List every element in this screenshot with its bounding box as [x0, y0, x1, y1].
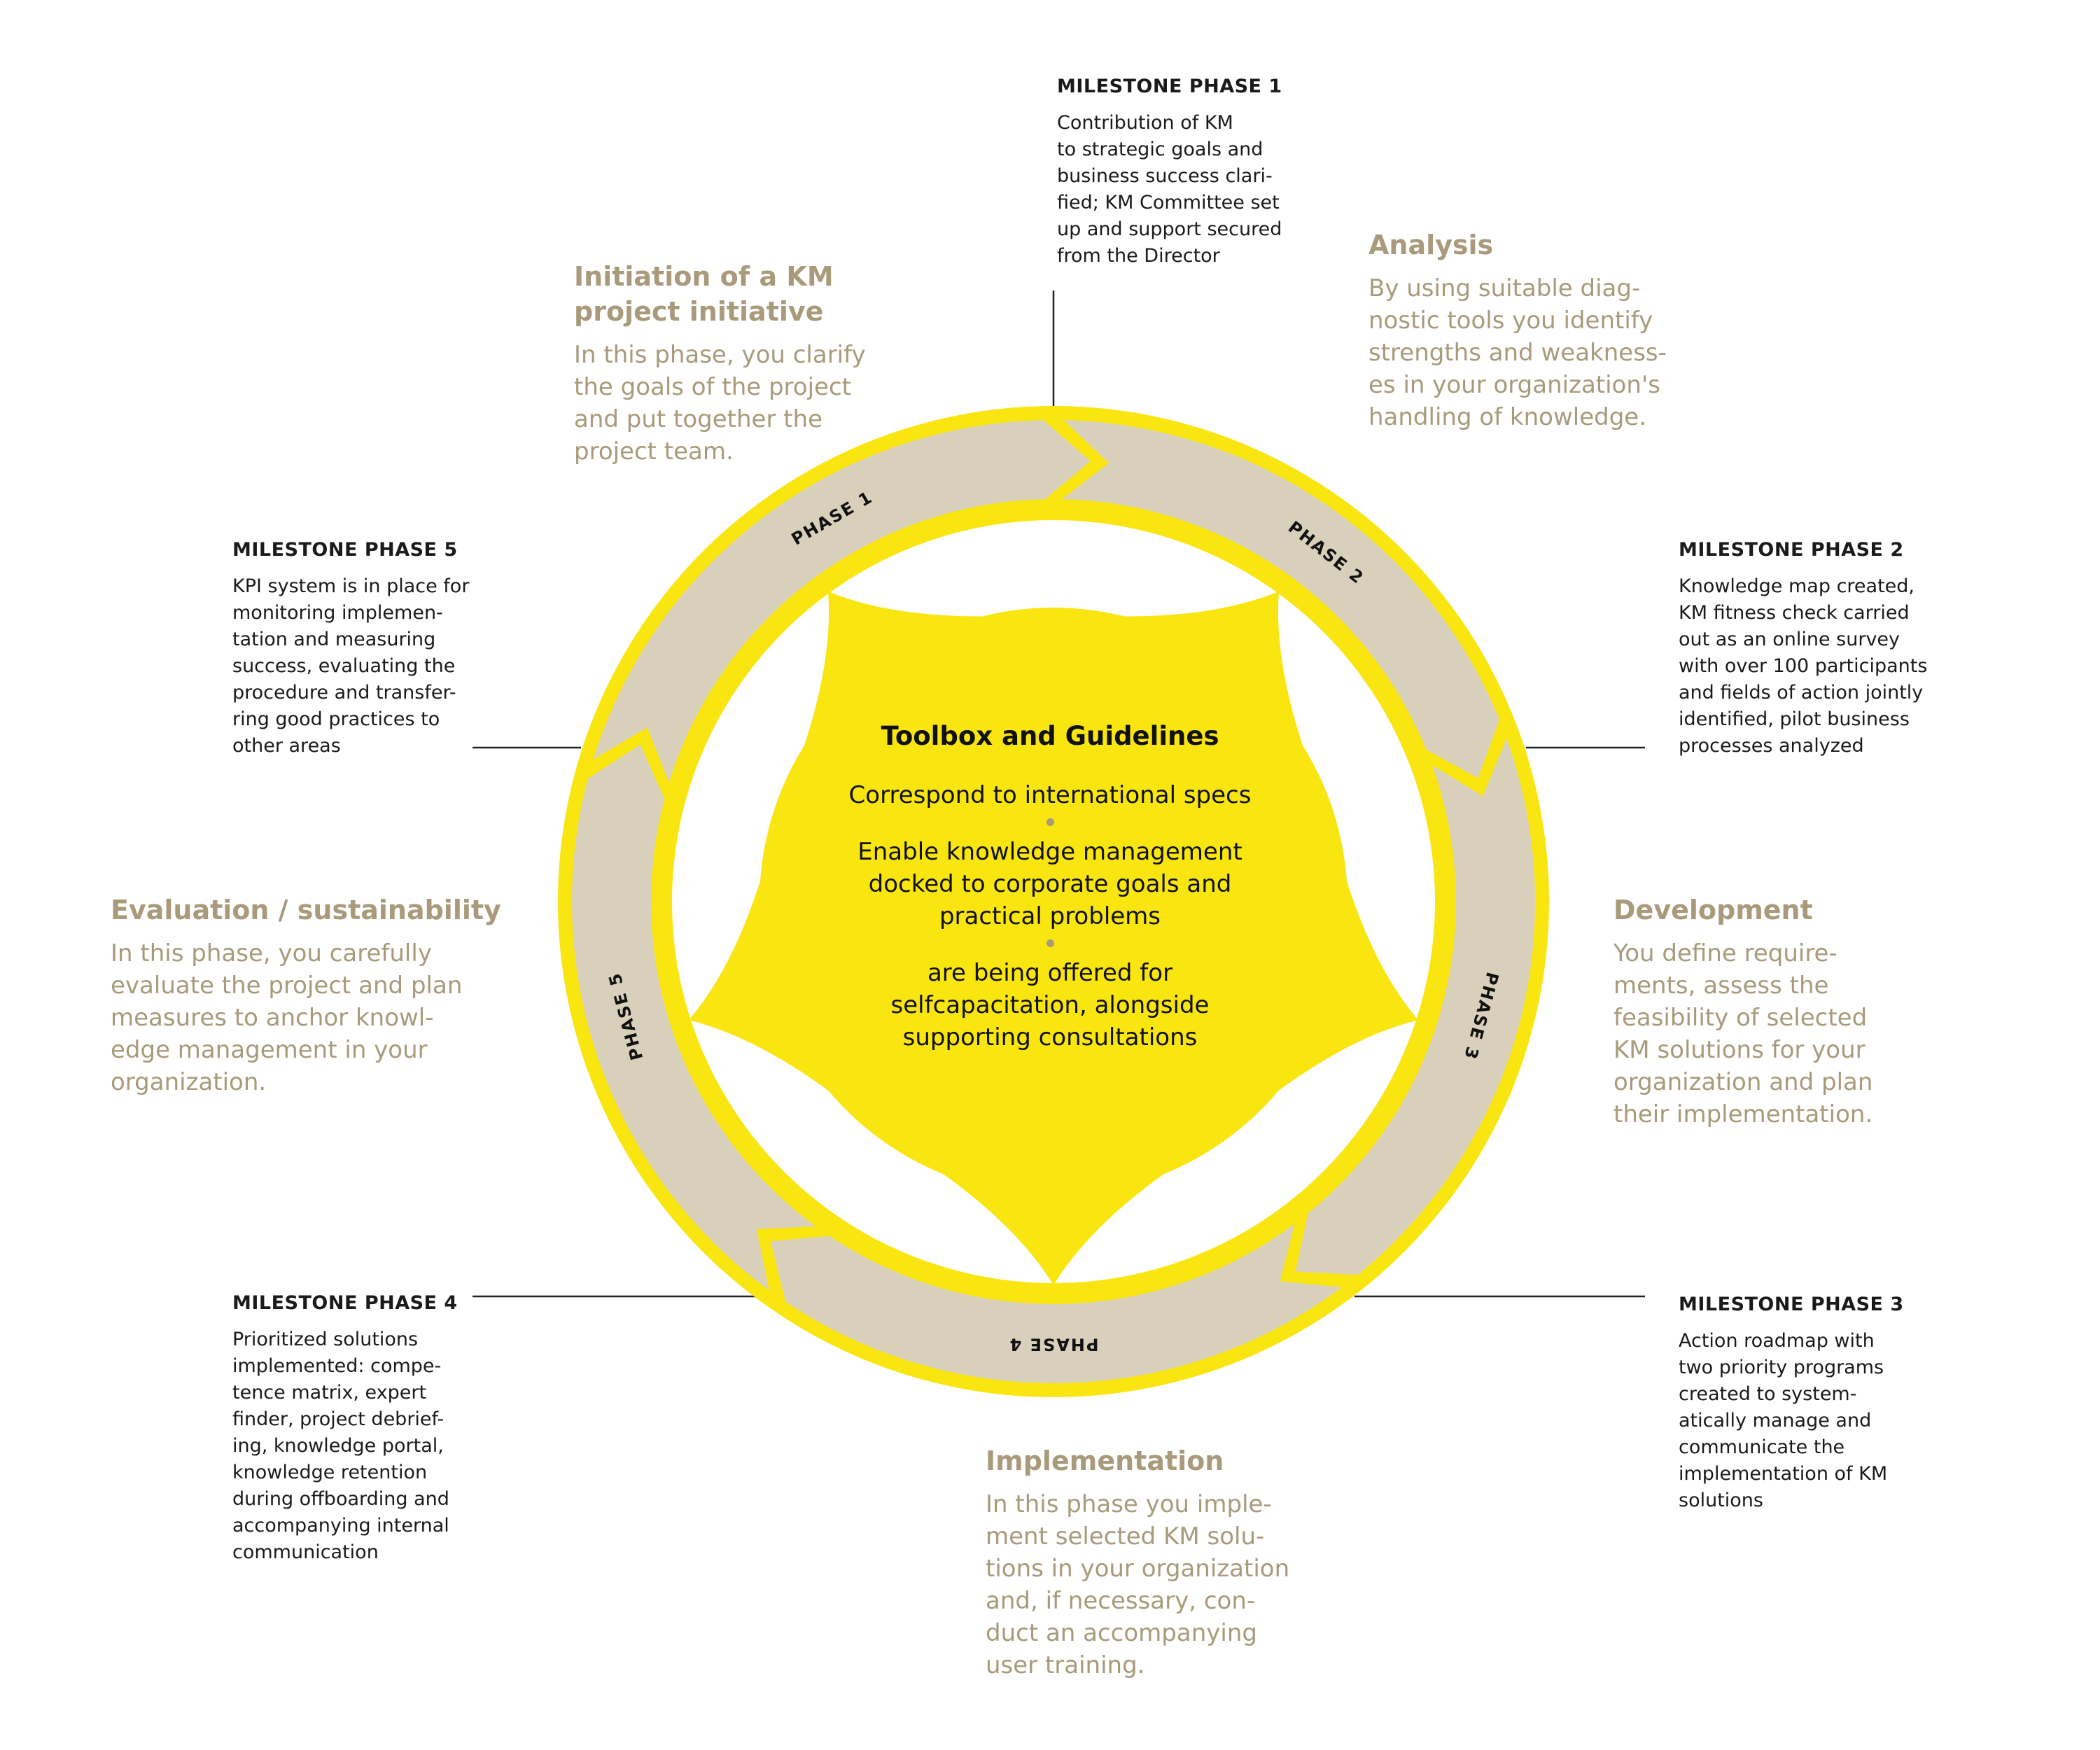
ring-segment-phase-5 — [593, 420, 1091, 783]
milestone-2: MILESTONE PHASE 2 Knowledge map created,… — [1679, 539, 1945, 760]
phase-5-description: Evaluation / sustainability In this phas… — [111, 892, 503, 1098]
milestone-3-title: MILESTONE PHASE 3 — [1679, 1294, 1904, 1315]
phase-1-text: In this phase, you clarify the goals of … — [574, 341, 866, 465]
ring-segment-phase-1 — [1062, 420, 1499, 778]
bullet-dot — [1046, 939, 1054, 947]
milestone-2-title: MILESTONE PHASE 2 — [1679, 539, 1904, 561]
center-item-3: are being offered for selfcapacitation, … — [890, 959, 1210, 1051]
bullet-dot — [1046, 818, 1054, 826]
phase-5-text: In this phase, you carefully evaluate th… — [111, 939, 463, 1096]
phase-5-title: Evaluation / sustainability — [111, 895, 501, 925]
phase-2-text: By using suitable diag- nostic tools you… — [1368, 274, 1667, 431]
milestone-2-text: Knowledge map created, KM fitness check … — [1679, 575, 1928, 757]
ring-segment-phase-3 — [770, 1224, 1343, 1383]
milestone-4-title: MILESTONE PHASE 4 — [232, 1292, 458, 1314]
milestone-5-text: KPI system is in place for monitoring im… — [232, 575, 470, 757]
milestone-1-title: MILESTONE PHASE 1 — [1057, 76, 1282, 97]
milestone-4: MILESTONE PHASE 4 Prioritized solutions … — [232, 1292, 470, 1566]
ring-segments — [571, 420, 1535, 1383]
center-item-2: Enable knowledge management docked to co… — [858, 838, 1242, 930]
center-title: Toolbox and Guidelines — [881, 721, 1219, 751]
phase-2-description: Analysis By using suitable diag- nostic … — [1368, 227, 1690, 433]
phase-1-description: Initiation of a KM project initiative In… — [574, 259, 896, 468]
phase-4-text: In this phase you imple- ment selected K… — [986, 1490, 1290, 1679]
central-yellow-hub — [688, 591, 1419, 1285]
milestone-5-title: MILESTONE PHASE 5 — [232, 539, 458, 561]
phase-3-title: Development — [1614, 895, 1813, 925]
phase-2-title: Analysis — [1368, 230, 1494, 260]
ring-segment-phase-4 — [571, 744, 816, 1291]
phase-4-title: Implementation — [986, 1446, 1224, 1476]
ring-label-phase-4: PHASE 4 — [1009, 1335, 1099, 1354]
center-toolbox: Toolbox and Guidelines Correspond to int… — [805, 721, 1295, 1054]
milestone-3-text: Action roadmap with two priority program… — [1679, 1330, 1888, 1511]
milestone-3: MILESTONE PHASE 3 Action roadmap with tw… — [1679, 1294, 1917, 1514]
connector-lines — [472, 290, 1645, 1298]
ring-segment-phase-2 — [1295, 738, 1535, 1275]
phase-4-description: Implementation In this phase you imple- … — [986, 1443, 1308, 1681]
milestone-1-text: Contribution of KM to strategic goals an… — [1057, 112, 1282, 267]
phase-3-text: You define require- ments, assess the fe… — [1614, 939, 1873, 1128]
milestone-5: MILESTONE PHASE 5 KPI system is in place… — [232, 539, 477, 760]
phase-1-title: Initiation of a KM project initiative — [574, 261, 834, 327]
phase-3-description: Development You define require- ments, a… — [1614, 892, 1935, 1130]
milestone-1: MILESTONE PHASE 1 Contribution of KM to … — [1057, 76, 1295, 270]
center-item-1: Correspond to international specs — [848, 781, 1252, 809]
milestone-4-text: Prioritized solutions implemented: compe… — [232, 1329, 449, 1563]
